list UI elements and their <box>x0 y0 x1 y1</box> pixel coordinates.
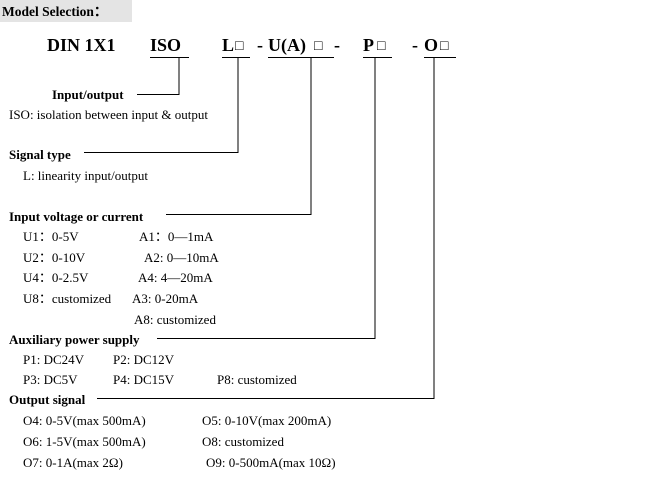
code-sep2: - <box>334 35 340 55</box>
input-output-desc: ISO: isolation between input & output <box>9 107 208 122</box>
connector-o <box>97 57 435 399</box>
input-voltage-title: Input voltage or current <box>9 209 144 224</box>
connector-p <box>157 57 376 339</box>
aux-p4: P4: DC15V <box>113 372 175 387</box>
output-o4: O4: 0-5V(max 500mA) <box>23 413 146 428</box>
output-signal-title: Output signal <box>9 392 86 407</box>
code-p-box: □ <box>377 39 386 54</box>
code-din: DIN 1X1 <box>47 35 116 55</box>
connector-u <box>166 57 312 215</box>
aux-power-title: Auxiliary power supply <box>9 332 140 347</box>
input-a4: A4: 4—20mA <box>138 270 213 285</box>
aux-p1: P1: DC24V <box>23 352 85 367</box>
output-o6: O6: 1-5V(max 500mA) <box>23 434 146 449</box>
output-o9: O9: 0-500mA(max 10Ω) <box>206 455 336 470</box>
code-l: L <box>222 35 235 55</box>
connector-iso <box>137 57 180 95</box>
connector-l <box>84 57 239 153</box>
code-u-box: □ <box>314 39 323 54</box>
aux-p8: P8: customized <box>217 372 297 387</box>
output-o7: O7: 0-1A(max 2Ω) <box>23 455 123 470</box>
code-p: P <box>363 35 374 55</box>
input-u1: U1：0-5V <box>23 229 79 244</box>
code-u: U(A) <box>268 35 306 55</box>
header-band <box>0 0 132 22</box>
code-o-box: □ <box>440 39 449 54</box>
code-iso: ISO <box>150 35 182 55</box>
input-u8: U8：customized <box>23 291 112 306</box>
code-l-box: □ <box>235 39 244 54</box>
output-o5: O5: 0-10V(max 200mA) <box>202 413 332 428</box>
input-u4: U4：0-2.5V <box>23 270 89 285</box>
output-o8: O8: customized <box>202 434 284 449</box>
code-sep3: - <box>412 35 418 55</box>
input-a2: A2: 0—10mA <box>144 250 219 265</box>
input-a1: A1：0—1mA <box>139 229 214 244</box>
input-output-title: Input/output <box>52 87 124 102</box>
signal-type-desc: L: linearity input/output <box>23 168 148 183</box>
aux-p3: P3: DC5V <box>23 372 78 387</box>
header-title: Model Selection： <box>2 4 108 19</box>
code-o: O <box>424 35 439 55</box>
input-a8: A8: customized <box>134 312 216 327</box>
input-a3: A3: 0-20mA <box>132 291 199 306</box>
code-sep1: - <box>257 35 263 55</box>
input-u2: U2：0-10V <box>23 250 86 265</box>
signal-type-title: Signal type <box>9 147 71 162</box>
aux-p2: P2: DC12V <box>113 352 175 367</box>
